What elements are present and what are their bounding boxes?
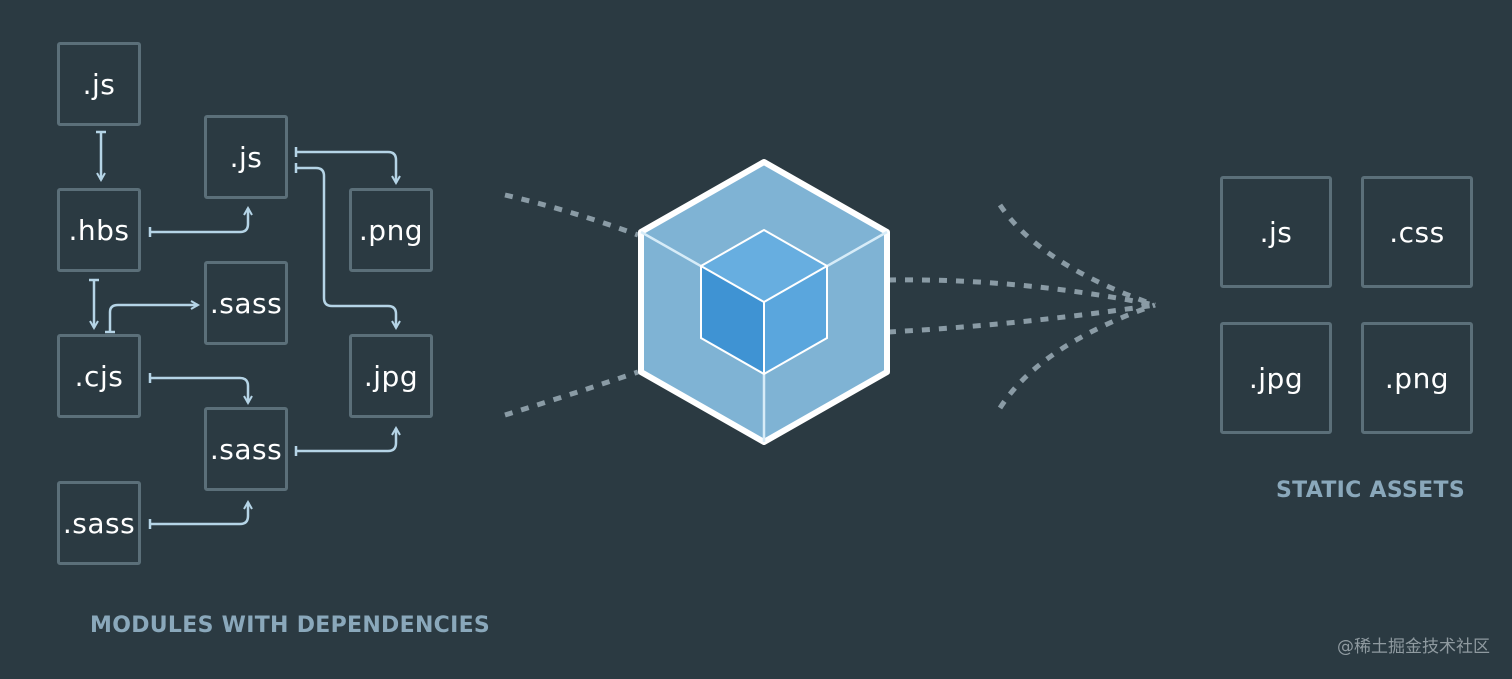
arrow-js-to-png — [296, 150, 396, 183]
module-js: .js — [57, 42, 141, 126]
asset-png: .png — [1361, 322, 1473, 434]
arrow-cjs-to-sass — [108, 305, 198, 332]
arrow-sass-bottom-to-sass-mid — [150, 502, 248, 526]
asset-js: .js — [1220, 176, 1332, 288]
dependency-arrows — [89, 130, 396, 529]
arrow-sass-to-jpg — [296, 428, 396, 453]
input-stream-bottom — [504, 369, 639, 418]
webpack-cube-icon — [638, 159, 890, 445]
assets-label: STATIC ASSETS — [1276, 478, 1465, 503]
arrow-cjs-to-sass-mid — [150, 376, 248, 403]
asset-css: .css — [1361, 176, 1473, 288]
input-streams — [504, 192, 639, 418]
module-jpg: .jpg — [349, 334, 433, 418]
module-sass-3: .sass — [204, 407, 288, 491]
output-stream-4 — [997, 302, 1156, 410]
asset-jpg: .jpg — [1220, 322, 1332, 434]
module-png: .png — [349, 188, 433, 272]
module-hbs: .hbs — [57, 188, 141, 272]
arrow-js-to-jpg — [296, 166, 396, 328]
output-stream-3 — [887, 302, 1156, 335]
module-cjs: .cjs — [57, 334, 141, 418]
module-sass-2: .sass — [204, 261, 288, 345]
watermark: @稀土掘金技术社区 — [1337, 637, 1490, 657]
module-js-2: .js — [204, 115, 288, 199]
arrow-hbs-to-js — [150, 208, 248, 234]
module-sass: .sass — [57, 481, 141, 565]
modules-label: MODULES WITH DEPENDENCIES — [90, 613, 491, 638]
output-stream-1 — [997, 203, 1156, 308]
output-streams — [887, 203, 1156, 410]
input-stream-top — [504, 192, 639, 238]
output-stream-2 — [887, 277, 1156, 308]
